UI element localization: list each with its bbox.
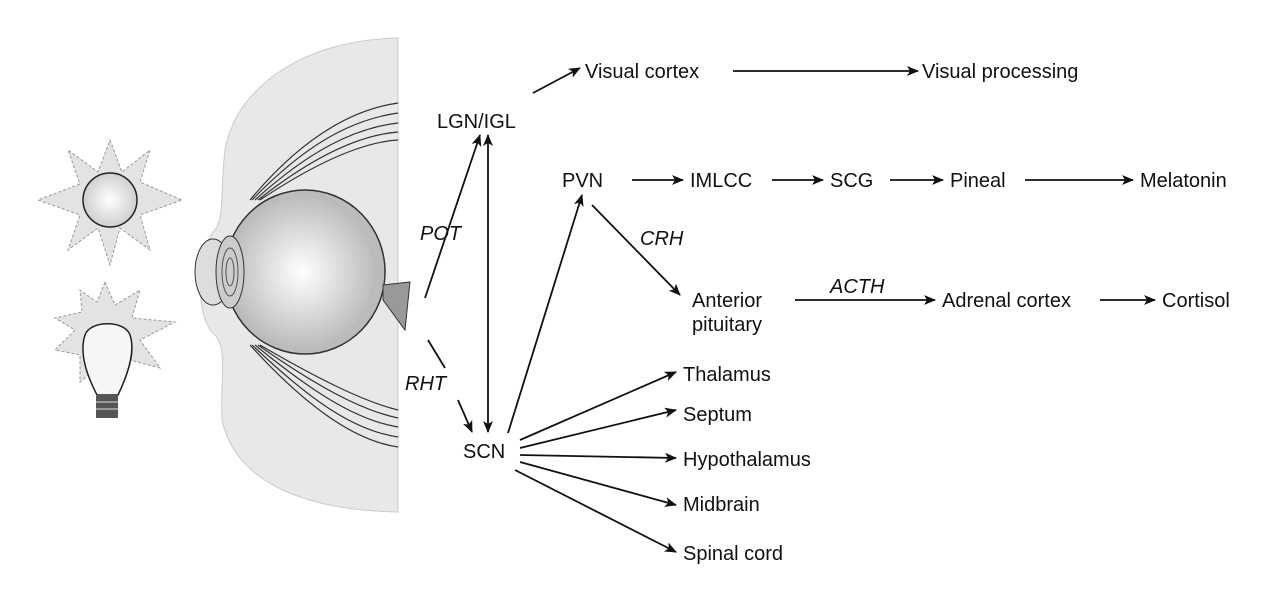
node-adrenal-cortex: Adrenal cortex xyxy=(942,290,1071,312)
node-visual-cortex: Visual cortex xyxy=(585,61,699,83)
optic-fibers xyxy=(249,102,399,448)
label-crh: CRH xyxy=(640,228,684,250)
arrow-scn-to-midbrain xyxy=(519,461,677,507)
node-spinal-cord: Spinal cord xyxy=(683,543,783,565)
pathway-arrows xyxy=(424,66,1156,553)
sun-icon xyxy=(36,138,184,267)
arrow-scn-to-septum xyxy=(519,407,677,449)
node-scg: SCG xyxy=(830,170,873,192)
node-anterior-pituitary-line1: Anterior xyxy=(692,290,762,312)
arrow-scn-to-spinal-cord xyxy=(514,469,677,553)
node-lgn-igl: LGN/IGL xyxy=(437,111,516,133)
node-anterior-pituitary-line2: pituitary xyxy=(692,314,762,336)
node-visual-processing: Visual processing xyxy=(922,61,1078,83)
node-imlcc: IMLCC xyxy=(690,170,752,192)
arrow-rht xyxy=(427,339,472,432)
node-scn: SCN xyxy=(463,441,505,463)
label-rht: RHT xyxy=(405,373,448,395)
node-midbrain: Midbrain xyxy=(683,494,760,516)
node-cortisol: Cortisol xyxy=(1162,290,1230,312)
node-hypothalamus: Hypothalamus xyxy=(683,449,811,471)
arrow-scn-to-thalamus xyxy=(519,371,677,441)
arrow-lgn-to-visual-cortex xyxy=(532,67,581,94)
label-acth: ACTH xyxy=(829,276,885,298)
arrow-scn-to-hypothalamus xyxy=(519,452,677,463)
node-pineal: Pineal xyxy=(950,170,1006,192)
arrow-scn-to-pvn xyxy=(507,194,584,434)
eye xyxy=(194,189,411,355)
node-melatonin: Melatonin xyxy=(1140,170,1227,192)
arrow-pot xyxy=(424,134,482,299)
arrow-pvn-to-pituitary xyxy=(591,204,681,296)
node-thalamus: Thalamus xyxy=(683,364,771,386)
node-septum: Septum xyxy=(683,404,752,426)
node-pvn: PVN xyxy=(562,170,603,192)
label-pot: POT xyxy=(420,223,463,245)
light-bulb-icon xyxy=(53,280,177,418)
